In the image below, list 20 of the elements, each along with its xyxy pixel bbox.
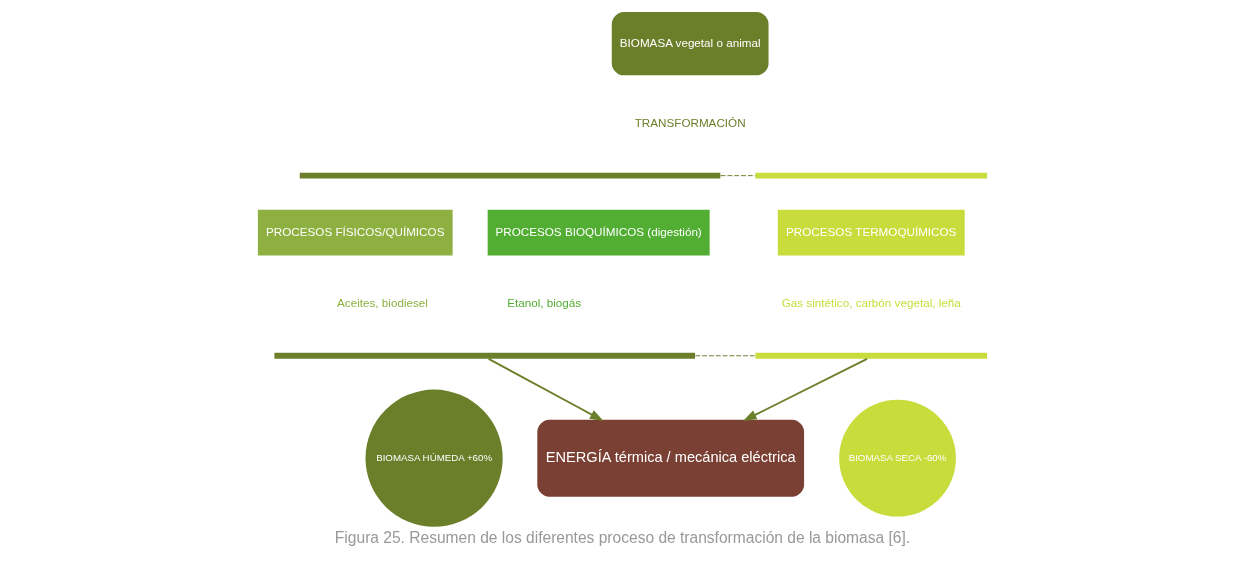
connector <box>720 175 756 177</box>
node-text: Etanol, biogás <box>507 296 582 310</box>
arrow <box>487 357 604 421</box>
node-bar <box>274 352 696 359</box>
caption: Figura 25. Resumen de los diferentes proceso de transformación de la biomasa [6]. <box>334 528 911 546</box>
node-box: PROCESOS BIOQUÍMICOS (digestión) <box>487 209 710 256</box>
node-box: PROCESOS TERMOQUÍMICOS <box>777 209 965 256</box>
node-bar <box>755 352 988 359</box>
node-box: ENERGÍA térmica / mecánica eléctrica <box>537 419 805 497</box>
node-circle: BIOMASA HÚMEDA +60% <box>365 389 503 527</box>
node-box: BIOMASA vegetal o animal <box>611 12 769 76</box>
node-bar <box>299 172 721 179</box>
connector <box>694 355 756 357</box>
arrow <box>743 357 869 421</box>
node-text: Aceites, biodiesel <box>337 296 428 310</box>
node-circle: BIOMASA SECA -60% <box>839 399 956 517</box>
node-box: PROCESOS FÍSICOS/QUÍMICOS <box>257 209 453 256</box>
node-text: Gas sintético, carbón vegetal, leña <box>781 296 961 310</box>
node-text: TRANSFORMACIÓN <box>634 116 746 130</box>
node-bar <box>755 172 988 179</box>
